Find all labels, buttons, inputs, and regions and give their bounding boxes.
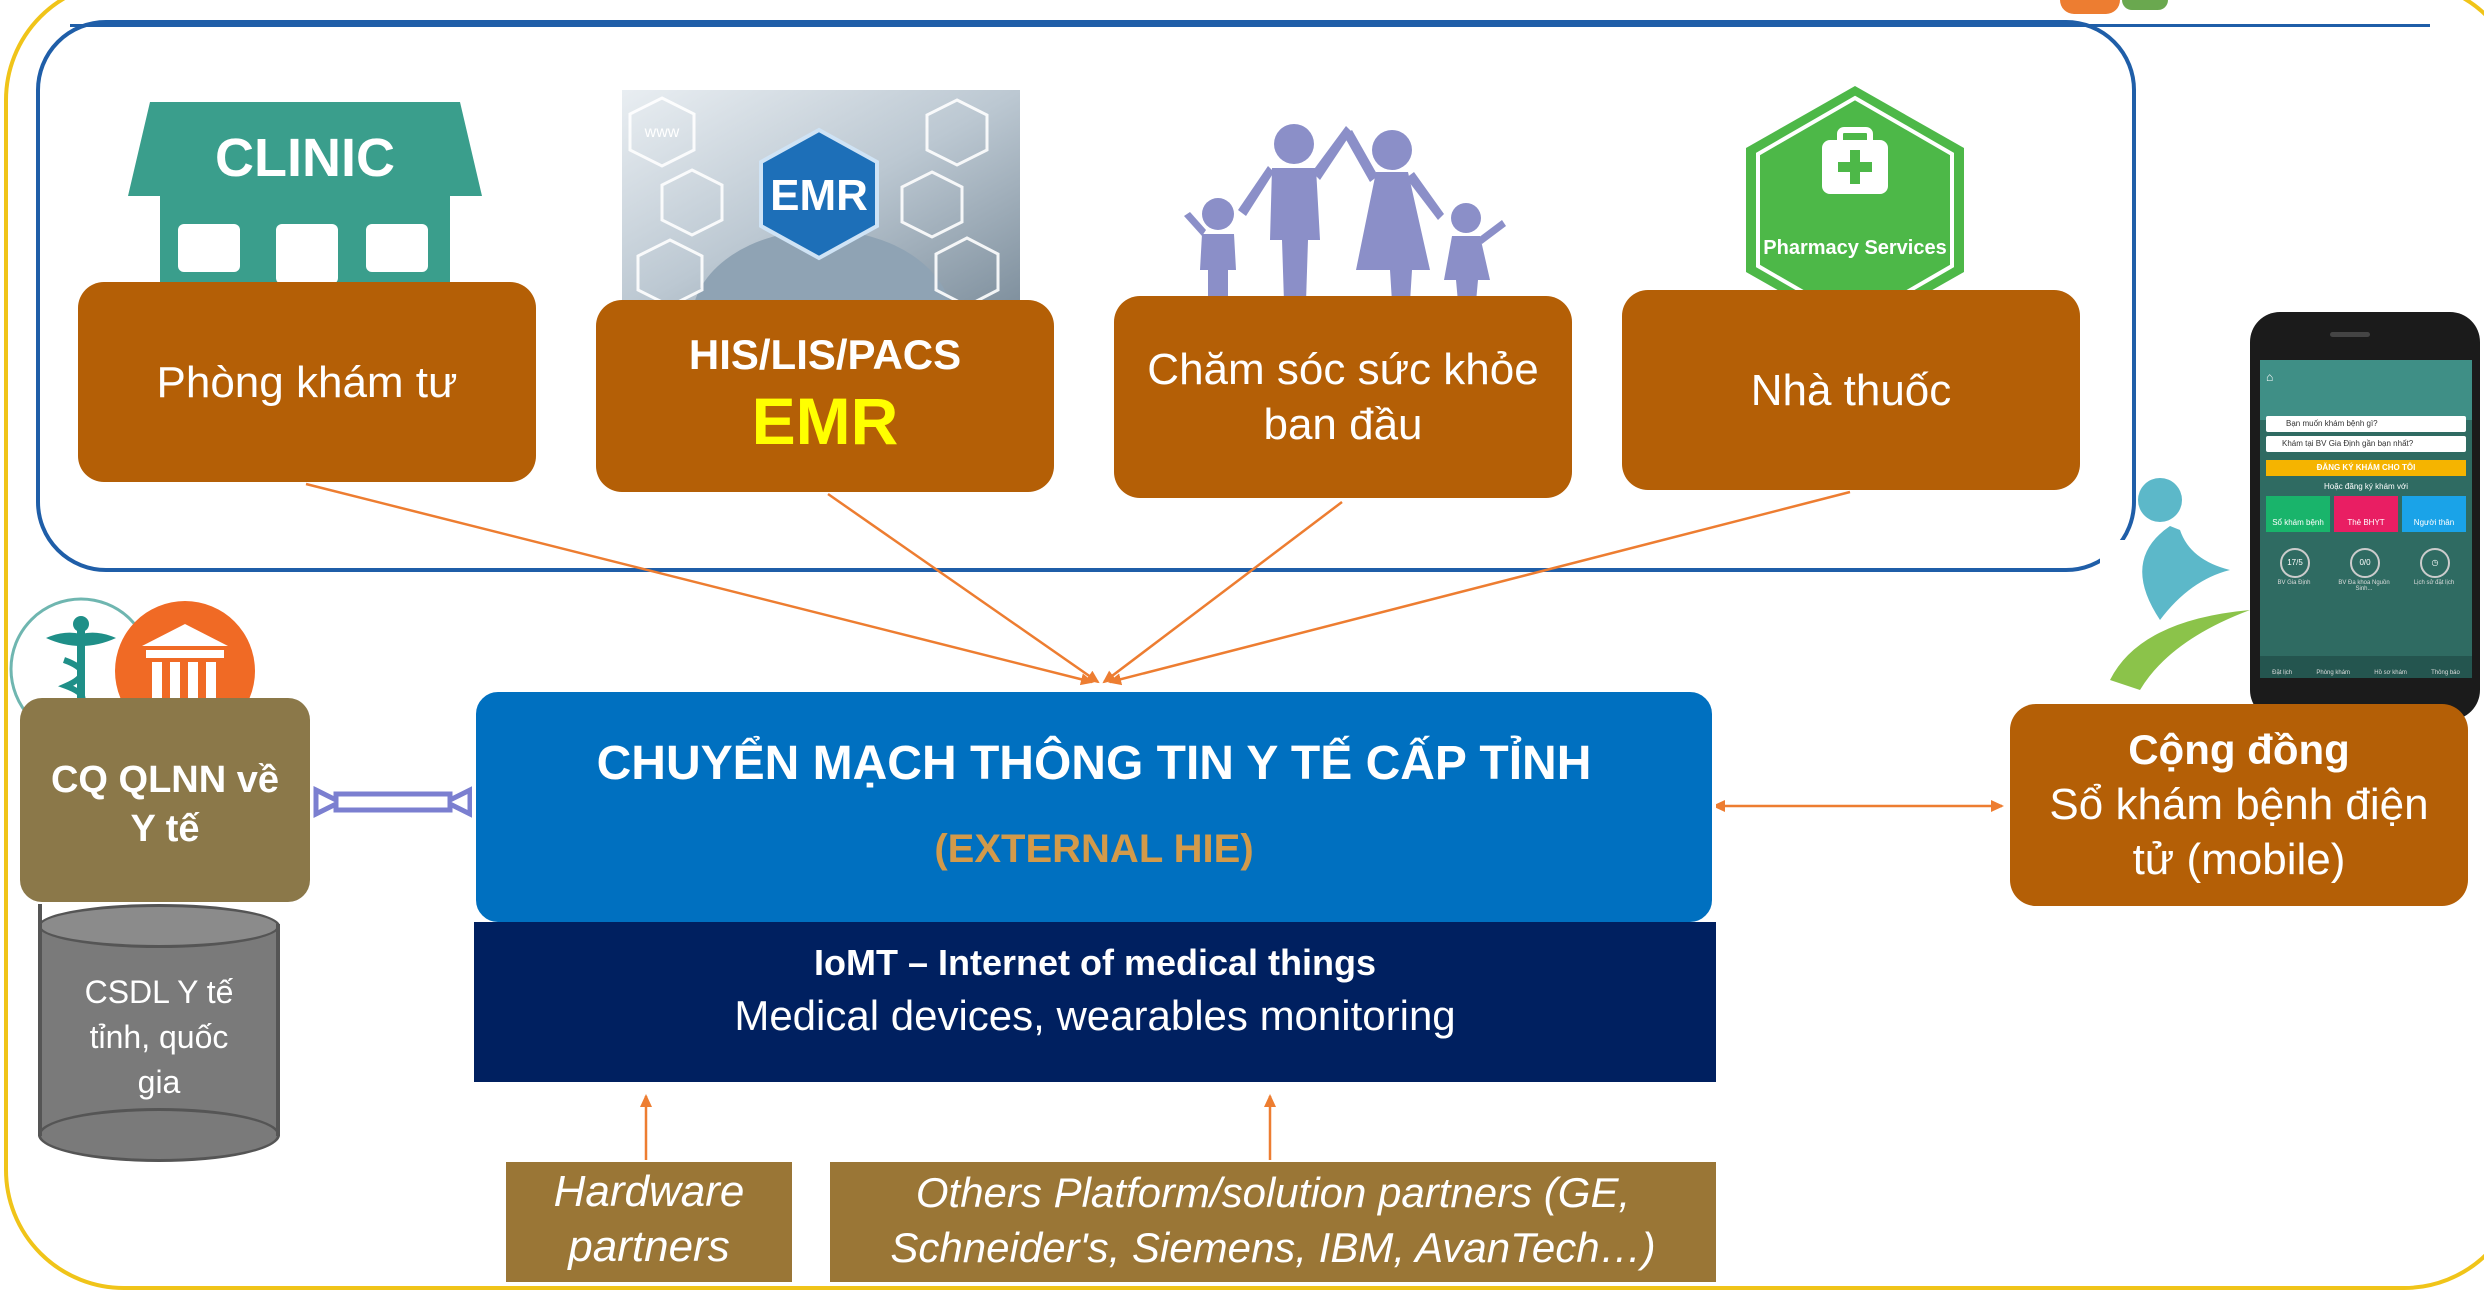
phone-or-text: Hoặc đăng ký khám với: [2324, 482, 2408, 491]
other-partners-line2: Schneider's, Siemens, IBM, AvanTech…): [890, 1223, 1656, 1271]
database-cylinder: CSDL Y tế tỉnh, quốc gia: [38, 904, 280, 1162]
primary-care-line2: ban đầu: [1263, 400, 1423, 449]
arrow-pharmacy-to-hub: [1108, 490, 1851, 686]
agency-label: CQ QLNN về Y tế: [50, 758, 280, 850]
private-clinic-label: Phòng khám tư: [156, 357, 458, 407]
phone-search-input[interactable]: Bạn muốn khám bệnh gì?: [2266, 416, 2466, 432]
arrow-his-to-hub: [827, 492, 1100, 684]
iomt-band: IoMT – Internet of medical things Medica…: [474, 922, 1716, 1082]
phone-nav-notifications[interactable]: Thông báo: [2431, 670, 2460, 676]
iomt-desc: Medical devices, wearables monitoring: [734, 992, 1456, 1039]
phone-stat-label-2: BV Đa khoa Nguồn Sinh...: [2338, 580, 2390, 592]
phone-cta-button[interactable]: ĐĂNG KÝ KHÁM CHO TÔI: [2266, 460, 2466, 476]
private-clinic-box: Phòng khám tư: [78, 282, 536, 482]
emr-www-text: www: [644, 124, 680, 141]
hub-subtitle: (EXTERNAL HIE): [934, 827, 1254, 871]
other-partners-line1: Others Platform/solution partners (GE,: [915, 1169, 1631, 1216]
emr-photo-icon: EMR www: [622, 90, 1020, 312]
other-partners-box: Others Platform/solution partners (GE, S…: [830, 1162, 1716, 1282]
phone-tile-book[interactable]: Sổ khám bệnh: [2266, 496, 2330, 532]
phone-tile-insurance[interactable]: Thẻ BHYT: [2334, 496, 2398, 532]
mobile-phone: ⌂ Bạn muốn khám bệnh gì? Khám tại BV Gia…: [2250, 312, 2480, 720]
phone-nav-clinic[interactable]: Phòng khám: [2316, 670, 2351, 676]
clinic-sign-text: CLINIC: [215, 128, 395, 188]
phone-screen: ⌂ Bạn muốn khám bệnh gì? Khám tại BV Gia…: [2260, 360, 2472, 678]
pharmacy-label: Pharmacy Services: [1763, 237, 1946, 259]
health-logo-icon: [2110, 478, 2250, 690]
phone-tile-relative-label: Người thân: [2413, 518, 2455, 527]
pharmacy-icon: Pharmacy Services: [1746, 86, 1964, 334]
db-line2: tỉnh, quốc: [89, 1018, 229, 1055]
emr-subtitle: EMR: [751, 383, 899, 458]
primary-care-box: Chăm sóc sức khỏe ban đầu: [1114, 296, 1572, 498]
hie-hub: CHUYỂN MẠCH THÔNG TIN Y TẾ CẤP TỈNH (EXT…: [472, 688, 1716, 926]
arrow-care-to-hub: [1102, 501, 1343, 684]
pharmacy-box-label: Nhà thuốc: [1750, 365, 1952, 415]
phone-history-icon[interactable]: ◷: [2420, 548, 2450, 578]
community-box: Cộng đồng Sổ khám bệnh điện tử (mobile): [2010, 704, 2468, 906]
arrow-clinic-to-hub: [305, 482, 1094, 686]
top-group-container: [36, 20, 2136, 572]
phone-nav-records[interactable]: Hồ sơ khám: [2374, 670, 2407, 676]
phone-tile-book-label: Sổ khám bệnh: [2272, 518, 2324, 527]
phone-home-icon[interactable]: ⌂: [2266, 370, 2274, 384]
community-line2: tử (mobile): [2132, 835, 2346, 885]
phone-stat-1[interactable]: 17/5: [2280, 548, 2310, 578]
phone-location-field[interactable]: Khám tại BV Gia Định gần bạn nhất?: [2266, 436, 2466, 452]
phone-location-text: Khám tại BV Gia Định gần bạn nhất?: [2282, 439, 2414, 448]
hardware-partners-box: Hardware partners: [506, 1162, 792, 1282]
family-icon: [1184, 124, 1506, 302]
his-emr-box: HIS/LIS/PACS EMR: [596, 300, 1054, 492]
db-line3: gia: [137, 1063, 181, 1100]
phone-tile-relative[interactable]: Người thân: [2402, 496, 2466, 532]
hardware-partners-label: Hardware partners: [553, 1167, 745, 1271]
primary-care-line1: Chăm sóc sức khỏe: [1147, 345, 1539, 394]
top-rule: [70, 24, 2430, 27]
phone-stat-2[interactable]: 0/0: [2350, 548, 2380, 578]
emr-badge-text: EMR: [770, 171, 868, 220]
brand-logo-fragment: [2060, 0, 2200, 16]
phone-bottom-nav: Đặt lịch Phòng khám Hồ sơ khám Thông báo: [2260, 656, 2472, 678]
community-title: Cộng đồng: [2128, 725, 2350, 773]
community-line1: Sổ khám bệnh điện: [2049, 780, 2429, 830]
phone-search-text: Bạn muốn khám bệnh gì?: [2286, 419, 2378, 428]
phone-stat-label-1: BV Gia Định: [2277, 580, 2311, 586]
his-title: HIS/LIS/PACS: [688, 330, 962, 378]
clinic-door: [276, 282, 332, 298]
db-line1: CSDL Y tế: [84, 974, 234, 1010]
phone-nav-booking[interactable]: Đặt lịch: [2272, 670, 2293, 676]
arrow-agency-hub: [313, 785, 473, 819]
phone-stat-label-3: Lịch sử đặt lịch: [2413, 580, 2455, 586]
agency-box: CQ QLNN về Y tế: [20, 698, 310, 902]
iomt-title: IoMT – Internet of medical things: [813, 942, 1377, 983]
phone-tile-insurance-label: Thẻ BHYT: [2347, 518, 2385, 527]
pharmacy-box: Nhà thuốc: [1622, 290, 2080, 490]
hub-title: CHUYỂN MẠCH THÔNG TIN Y TẾ CẤP TỈNH: [596, 737, 1592, 790]
